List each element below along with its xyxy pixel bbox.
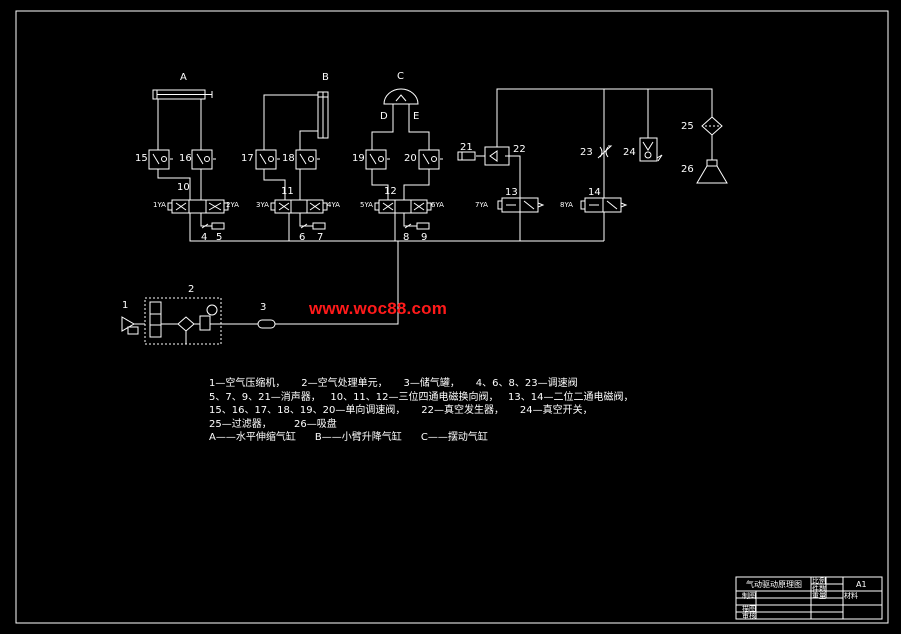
component-label-23: 23 — [580, 147, 593, 158]
cylinder-a — [152, 89, 213, 150]
component-label-8: 8 — [403, 232, 410, 243]
component-label-12: 12 — [384, 186, 397, 197]
vacuum-generator — [457, 146, 510, 166]
legend-line: 1—空气压缩机， 2—空气处理单元， 3—储气罐， 4、6、8、23—调速阀 — [209, 378, 578, 389]
solenoid-label-1ya: 1YA — [153, 201, 166, 209]
title-block-review: 审核 — [742, 612, 756, 620]
air-tank — [257, 319, 276, 329]
title-block-weight: 重量 — [812, 592, 826, 600]
supply-pipes — [189, 88, 713, 325]
cylinder-b — [263, 91, 329, 150]
component-label-21: 21 — [460, 142, 473, 153]
solenoid-label-8ya: 8YA — [560, 201, 573, 209]
directional-valves — [167, 197, 628, 214]
vacuum-switch — [639, 137, 663, 162]
component-label-1: 1 — [122, 300, 129, 311]
component-label-10: 10 — [177, 182, 190, 193]
title-block-grid — [735, 576, 883, 620]
component-label-9: 9 — [421, 232, 428, 243]
label-cylinder-a: A — [180, 72, 187, 83]
component-label-26: 26 — [681, 164, 694, 175]
component-label-7: 7 — [317, 232, 324, 243]
component-label-14: 14 — [588, 187, 601, 198]
exhaust-parts — [200, 213, 430, 230]
title-block-sheet: A1 — [856, 580, 867, 589]
component-legend: 1—空气压缩机， 2—空气处理单元， 3—储气罐， 4、6、8、23—调速阀 5、… — [209, 377, 634, 445]
label-port-e: E — [413, 111, 420, 122]
component-label-20: 20 — [404, 153, 417, 164]
throttle-23 — [597, 145, 613, 159]
component-label-15: 15 — [135, 153, 148, 164]
component-label-17: 17 — [241, 153, 254, 164]
component-label-18: 18 — [282, 153, 295, 164]
component-label-2: 2 — [188, 284, 195, 295]
label-cylinder-b: B — [322, 72, 329, 83]
component-label-6: 6 — [299, 232, 306, 243]
legend-line: A——水平伸缩气缸 B——小臂升降气缸 C——摆动气缸 — [209, 432, 488, 443]
filter — [701, 116, 723, 160]
watermark-text: www.woc88.com — [309, 299, 448, 318]
title-block-title: 气动驱动原理图 — [746, 580, 802, 589]
air-treatment-unit — [144, 297, 258, 345]
component-label-3: 3 — [260, 302, 267, 313]
component-label-19: 19 — [352, 153, 365, 164]
component-label-16: 16 — [179, 153, 192, 164]
legend-line: 5、7、9、21—消声器， 10、11、12—三位四通电磁换向阀， 13、14—… — [209, 391, 634, 403]
label-cylinder-c: C — [397, 71, 404, 82]
solenoid-label-4ya: 4YA — [327, 201, 340, 209]
solenoid-label-7ya: 7YA — [475, 201, 488, 209]
title-block-count: 件数 — [812, 585, 826, 593]
suction-cup — [696, 159, 728, 184]
component-label-4: 4 — [201, 232, 208, 243]
solenoid-label-5ya: 5YA — [360, 201, 373, 209]
cylinder-c — [371, 88, 430, 150]
solenoid-label-2ya: 2YA — [226, 201, 239, 209]
flow-valves — [148, 149, 443, 170]
component-label-25: 25 — [681, 121, 694, 132]
solenoid-label-6ya: 6YA — [431, 201, 444, 209]
compressor — [121, 316, 145, 335]
component-label-13: 13 — [505, 187, 518, 198]
title-block-drawn: 制图 — [742, 592, 756, 600]
legend-line: 15、16、17、18、19、20—单向调速阀， 22—真空发生器， 24—真空… — [209, 405, 593, 416]
component-label-22: 22 — [513, 144, 526, 155]
solenoid-label-3ya: 3YA — [256, 201, 269, 209]
title-block-traced: 描图 — [742, 605, 756, 613]
legend-line: 25—过滤器， 26—吸盘 — [209, 418, 337, 430]
component-label-24: 24 — [623, 147, 636, 158]
component-label-11: 11 — [281, 186, 294, 197]
title-block-scale: 比例 — [812, 577, 826, 585]
label-port-d: D — [380, 111, 388, 122]
drawing-border — [15, 10, 889, 624]
component-label-5: 5 — [216, 232, 223, 243]
title-block-material: 材料 — [844, 592, 858, 600]
pipes-upper — [157, 169, 430, 200]
